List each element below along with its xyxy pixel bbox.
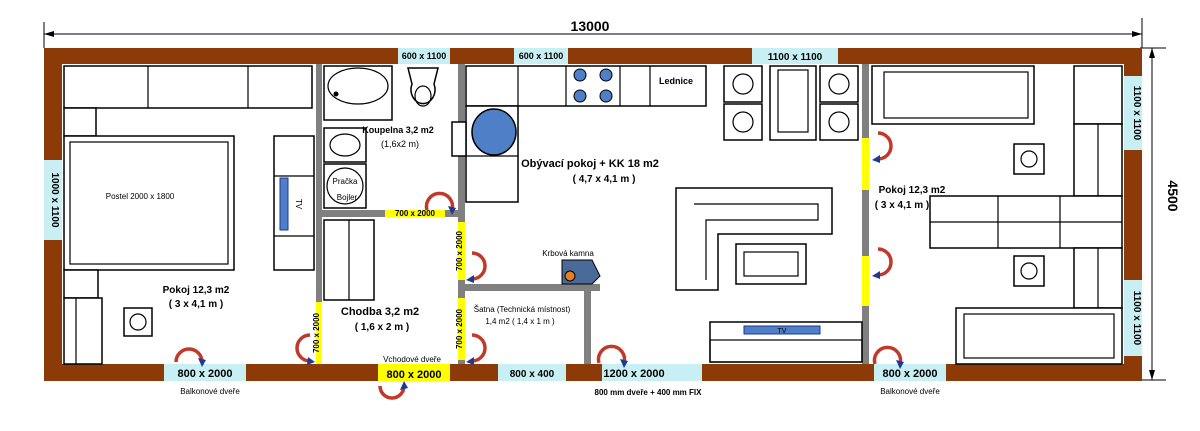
dimension-width: 13000 xyxy=(43,18,1143,48)
door-swing-icon xyxy=(424,191,456,215)
washer-label: Pračka xyxy=(333,177,358,186)
bathroom-size: (1,6x2 m) xyxy=(381,139,419,149)
window-bath xyxy=(398,48,450,64)
label-window-bottom-wardrobe: 800 x 400 xyxy=(510,369,555,380)
hallway-name: Chodba 3,2 m2 xyxy=(341,306,419,318)
right-room-name: Pokoj 12,3 m2 xyxy=(879,185,946,196)
dining-set xyxy=(723,65,859,141)
note-balcony-left: Balkonové dveře xyxy=(180,387,240,396)
opening-labels: 600 x 1100 600 x 1100 1100 x 1100 1100 x… xyxy=(49,51,1142,381)
window-bottom-living xyxy=(602,364,702,381)
door-entrance xyxy=(378,364,450,381)
sofa xyxy=(675,187,833,291)
door-swing-icon xyxy=(378,381,408,400)
right-sofa-bottom xyxy=(955,307,1123,365)
window-bottom-right xyxy=(874,364,946,381)
label-door-hall-left: 700 x 2000 xyxy=(312,312,321,353)
nightstand xyxy=(63,269,99,299)
door-swing-icon xyxy=(466,333,487,365)
door-bath xyxy=(385,210,445,217)
label-window-bottom-right: 800 x 2000 xyxy=(882,368,937,380)
right-sofa xyxy=(871,65,1035,125)
label-door-bath: 700 x 2000 xyxy=(395,209,436,218)
window-bottom-left xyxy=(164,364,246,381)
tv-left-label: TV xyxy=(294,199,303,210)
label-door-wardrobe: 700 x 2000 xyxy=(455,308,464,349)
door-hall-right xyxy=(458,222,465,280)
fridge-label: Lednice xyxy=(659,76,693,86)
door-swing-icon xyxy=(466,251,487,283)
window-living xyxy=(752,48,838,64)
label-window-bath: 600 x 1100 xyxy=(402,51,447,61)
plant-pot xyxy=(1013,143,1045,175)
living-room-name: Obývací pokoj + KK 18 m2 xyxy=(521,158,659,170)
stove-label: Krbová kamna xyxy=(542,249,594,258)
bed xyxy=(63,135,235,271)
cooktop xyxy=(573,68,613,103)
door-wardrobe xyxy=(458,298,465,360)
bathroom: Pračka Bojler Koupelna 3,2 m2 (1,6x2 m) xyxy=(323,65,439,209)
window-right-upper xyxy=(1124,76,1142,150)
left-room: Postel 2000 x 1800 TV Pokoj 12,3 m2 ( 3 … xyxy=(63,65,315,365)
wardrobe-room: Šatna (Technická místnost) 1,4 m2 ( 1,4 … xyxy=(474,305,571,326)
door-hall-left xyxy=(316,302,322,364)
wardrobe-size: 1,4 m2 ( 1,4 x 1 m ) xyxy=(485,317,555,326)
coffee-table xyxy=(735,243,807,285)
label-window-bottom-left: 800 x 2000 xyxy=(177,368,232,380)
label-door-hall-right: 700 x 2000 xyxy=(455,230,464,271)
plant-pot xyxy=(123,307,153,337)
door-swing-icon xyxy=(596,344,628,368)
label-door-entrance: 800 x 2000 xyxy=(386,369,441,381)
bathroom-name: Koupelna 3,2 m2 xyxy=(362,125,434,135)
window-bottom-wardrobe xyxy=(498,364,566,381)
nightstand xyxy=(63,107,97,137)
boiler-label: Bojler xyxy=(337,193,358,202)
living-room-size: ( 4,7 x 4,1 m ) xyxy=(573,174,636,185)
label-window-living: 1100 x 1100 xyxy=(768,52,823,63)
door-swing-icon xyxy=(295,333,315,365)
tv-living-label: TV xyxy=(778,328,787,335)
door-swings xyxy=(174,131,904,400)
dining-table xyxy=(471,108,517,156)
label-window-left: 1000 x 1100 xyxy=(49,172,60,227)
hallway: Chodba 3,2 m2 ( 1,6 x 2 m ) xyxy=(323,219,419,333)
note-living-door: 800 mm dveře + 400 mm FIX xyxy=(595,388,703,397)
label-window-right-upper: 1100 x 1100 xyxy=(1131,86,1142,141)
note-balcony-right: Balkonové dveře xyxy=(880,387,940,396)
right-cabinet xyxy=(1073,65,1123,125)
window-right-lower xyxy=(1124,280,1142,356)
door-swing-icon xyxy=(872,345,904,369)
left-room-size: ( 3 x 4,1 m ) xyxy=(169,299,223,310)
door-swing-icon xyxy=(174,347,206,367)
doors xyxy=(316,138,869,381)
right-room-size: ( 3 x 4,1 m ) xyxy=(875,200,929,211)
note-entrance: Vchodové dveře xyxy=(383,355,441,364)
plant-pot xyxy=(1013,255,1045,287)
total-depth-label: 4500 xyxy=(1165,180,1181,211)
hallway-size: ( 1,6 x 2 m ) xyxy=(355,322,409,333)
wardrobe-top xyxy=(63,65,313,109)
label-window-kitchen: 600 x 1100 xyxy=(519,51,564,61)
window-left xyxy=(44,160,62,240)
dimension-depth: 4500 xyxy=(1140,47,1181,381)
armchair xyxy=(63,297,103,365)
door-right-upper xyxy=(862,138,869,190)
bed-label: Postel 2000 x 1800 xyxy=(106,192,175,201)
kitchen-counter xyxy=(465,65,707,107)
right-room: Pokoj 12,3 m2 ( 3 x 4,1 m ) xyxy=(871,65,1123,365)
window-kitchen xyxy=(514,48,568,64)
door-swing-icon xyxy=(872,247,893,279)
wardrobe-name: Šatna (Technická místnost) xyxy=(474,305,571,314)
door-right-lower xyxy=(862,256,869,306)
door-swing-icon xyxy=(872,131,893,163)
wall-unit xyxy=(451,121,467,157)
left-room-name: Pokoj 12,3 m2 xyxy=(163,285,230,296)
washer-boiler xyxy=(323,163,367,209)
living-room: Lednice Obývací pokoj + KK 18 m2 ( 4,7 x… xyxy=(451,65,863,363)
total-width-label: 13000 xyxy=(571,18,610,34)
label-window-right-lower: 1100 x 1100 xyxy=(1131,291,1142,346)
label-window-bottom-living: 1200 x 2000 xyxy=(603,368,664,380)
windows xyxy=(44,48,1142,381)
